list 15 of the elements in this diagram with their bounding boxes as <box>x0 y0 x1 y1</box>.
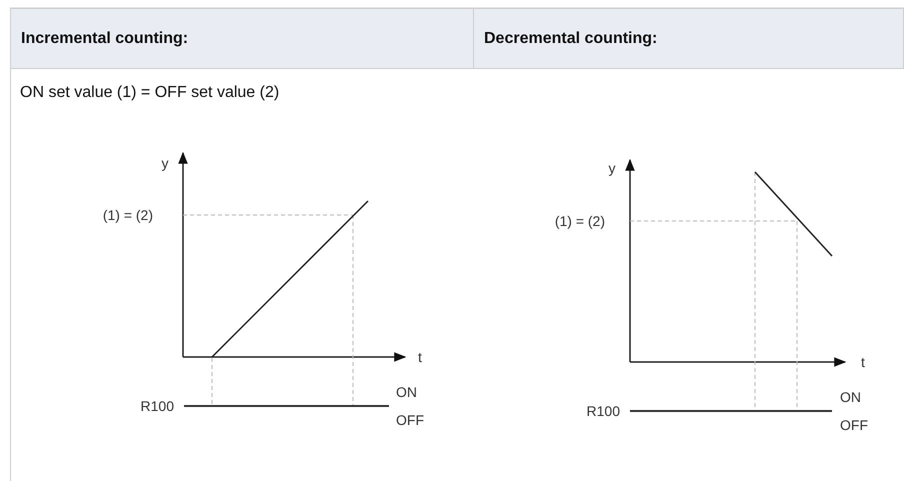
row-text: ON set value (1) = OFF set value (2) <box>20 85 280 101</box>
state-label: OFF <box>840 418 868 432</box>
table-header-cell: Incremental counting: <box>10 8 474 69</box>
signal-name: R100 <box>586 404 620 418</box>
state-label: ON <box>840 390 861 404</box>
axis-label: t <box>861 355 865 369</box>
axis-label: y <box>608 161 616 175</box>
set-value-label: (1) = (2) <box>554 214 605 228</box>
table-header-cell: Decremental counting: <box>473 8 904 69</box>
set-value-label: (1) = (2) <box>102 208 153 222</box>
state-label: OFF <box>396 413 424 427</box>
signal-name: R100 <box>140 399 174 413</box>
axis-label: y <box>162 156 168 170</box>
axis-label: t <box>418 350 422 364</box>
state-label: ON <box>396 385 417 399</box>
